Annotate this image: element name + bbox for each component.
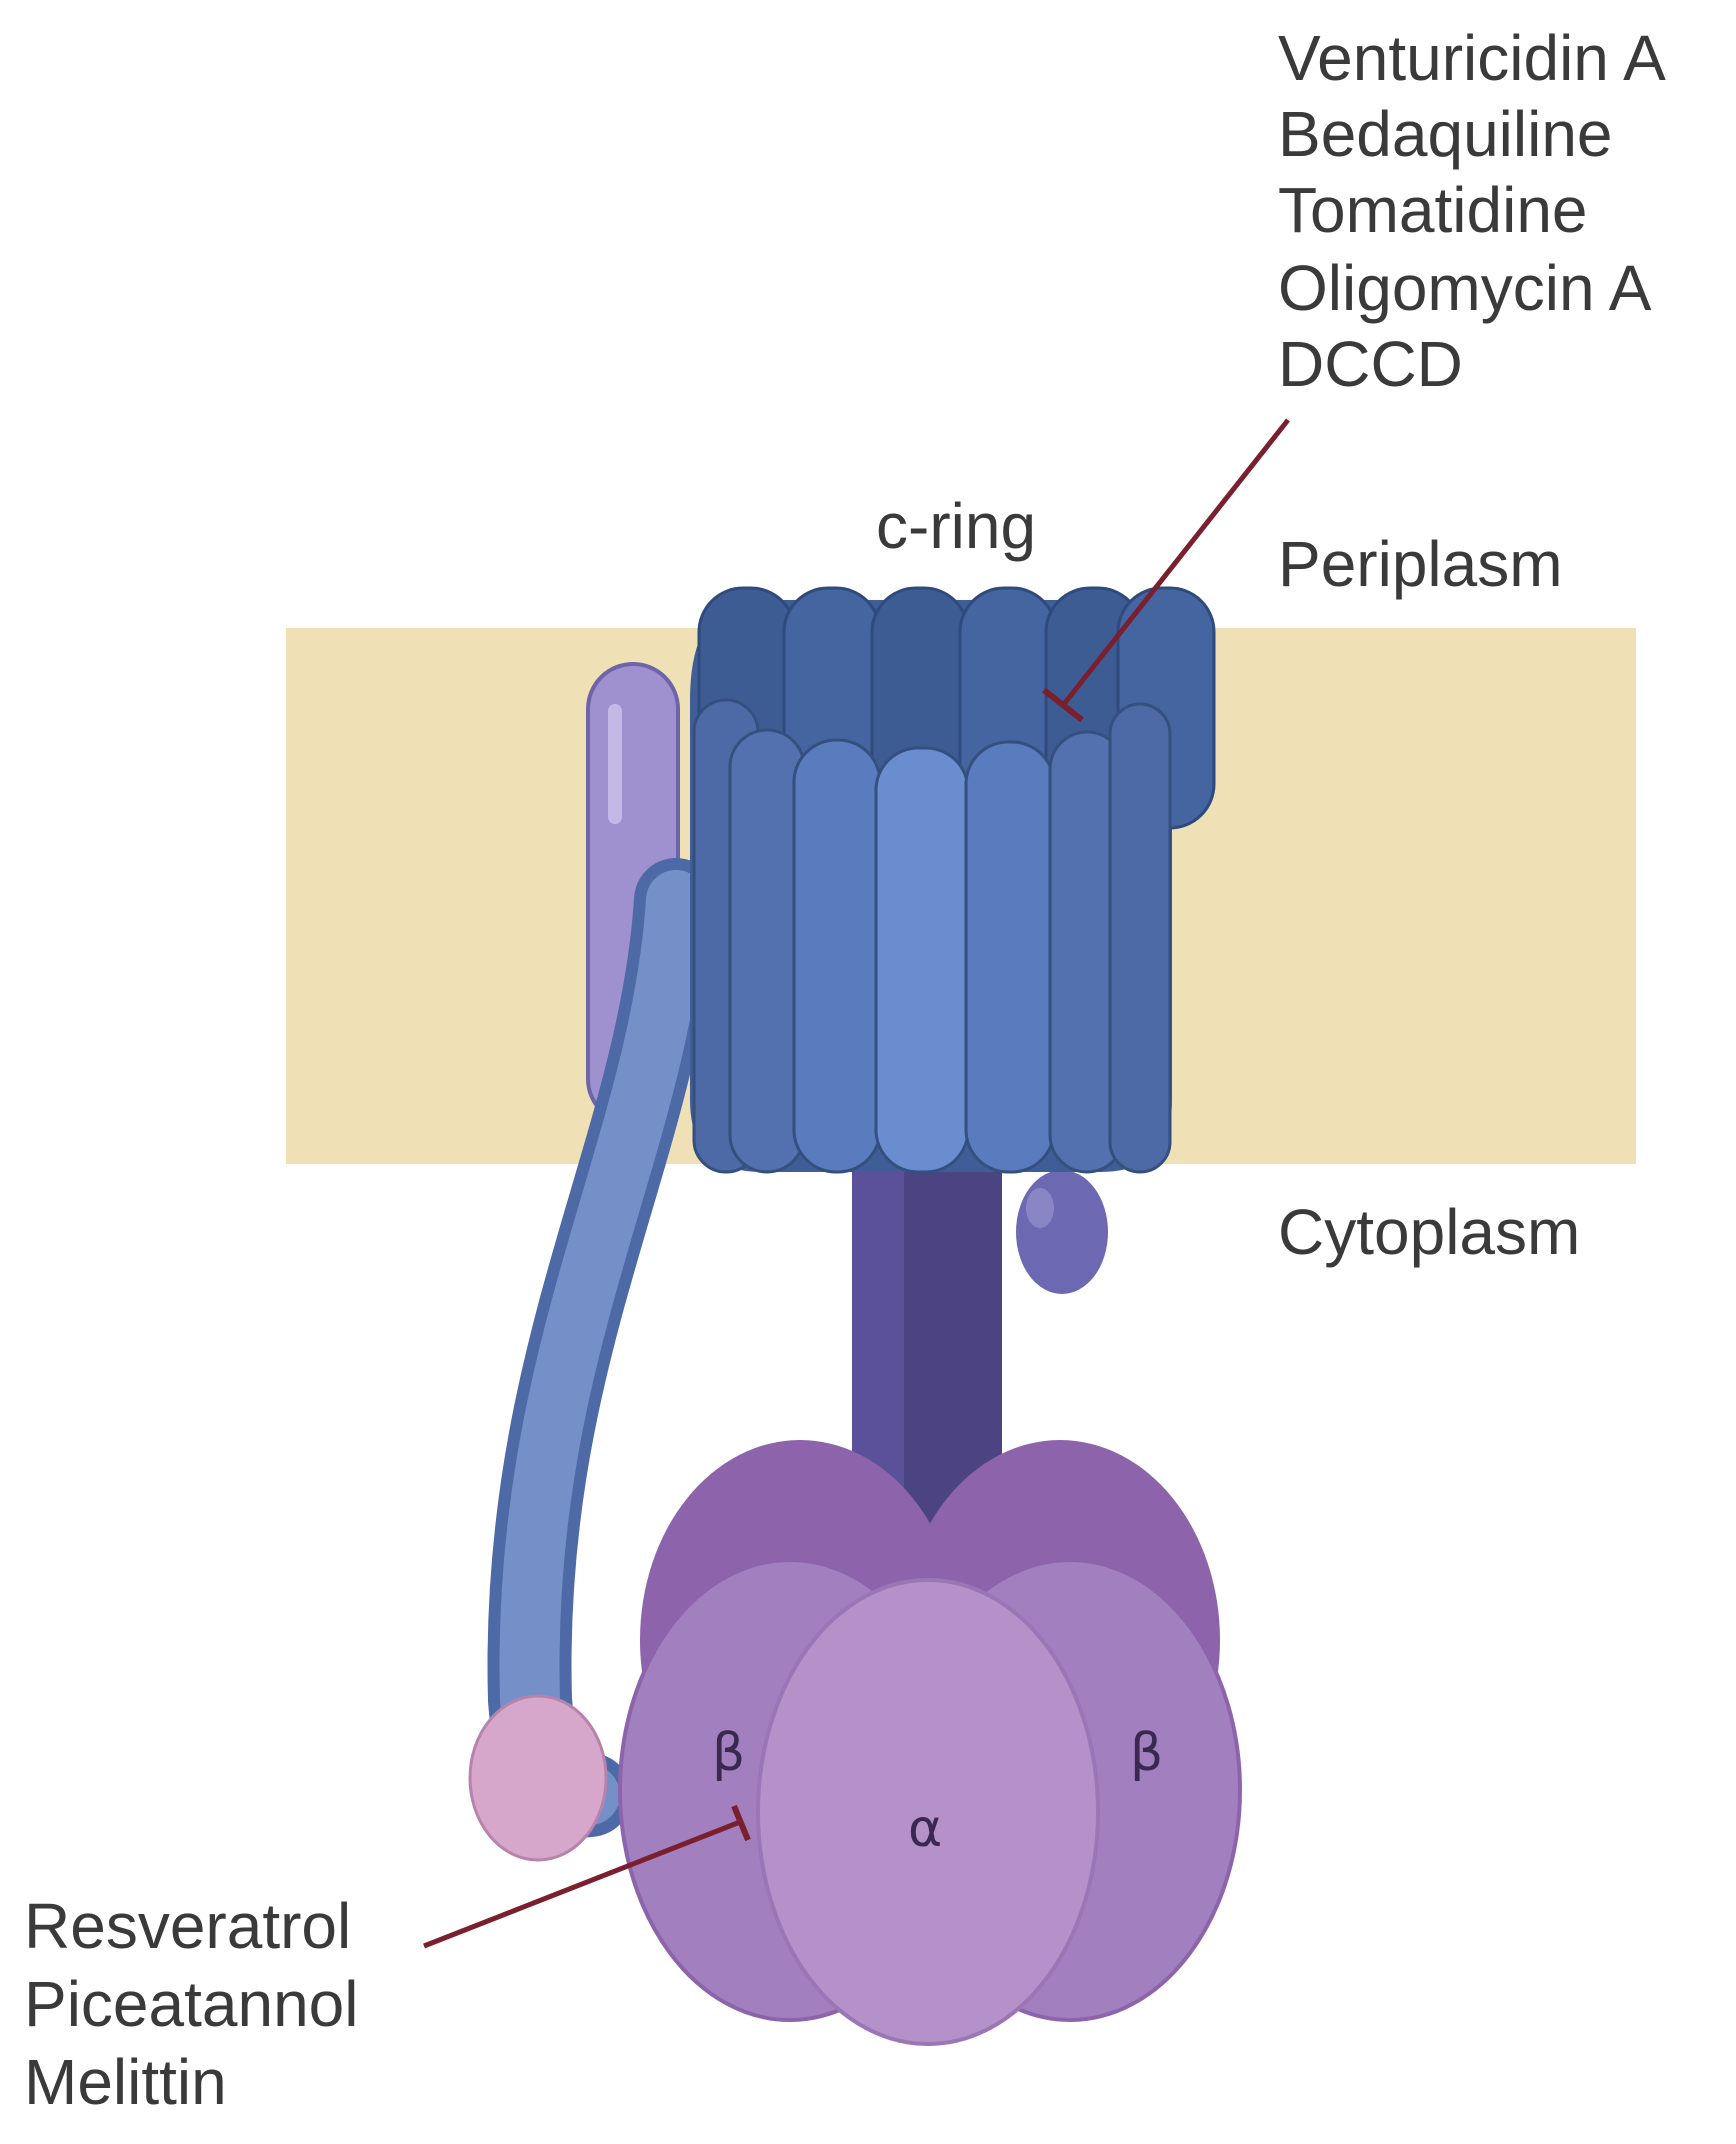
inhibitor-oligomycin-a: Oligomycin A <box>1278 252 1652 324</box>
inhibitor-tomatidine: Tomatidine <box>1278 174 1588 246</box>
c-ring-subunit <box>874 746 970 1174</box>
inhibitor-dccd: DCCD <box>1278 328 1463 400</box>
alpha-label: α <box>908 1799 942 1859</box>
f1-inhibitor-arrow <box>423 1819 741 1949</box>
c-ring-subunits <box>692 698 1172 1174</box>
beta-right-label: β <box>1130 1723 1163 1783</box>
delta-subunit <box>468 1694 608 1862</box>
inhibitor-bedaquiline: Bedaquiline <box>1278 98 1613 170</box>
inhibitor-venturicidin-a: Venturicidin A <box>1278 22 1666 94</box>
f1-inhibitor-list: Resveratrol Piceatannol Melittin <box>24 1890 358 2118</box>
c-ring-subunit <box>1108 702 1172 1174</box>
c-ring-inhibitor-bar <box>1042 687 1084 723</box>
inhibitor-piceatannol: Piceatannol <box>24 1968 358 2040</box>
periplasm-label: Periplasm <box>1278 528 1563 600</box>
inhibitor-melittin: Melittin <box>24 2046 227 2118</box>
f1-inhibitor-bar <box>731 1804 751 1842</box>
epsilon-subunit <box>1016 1170 1108 1294</box>
cytoplasm-label: Cytoplasm <box>1278 1196 1580 1268</box>
inhibitor-resveratrol: Resveratrol <box>24 1890 351 1962</box>
c-ring-subunit <box>964 740 1056 1174</box>
beta-left-label: β <box>712 1723 745 1783</box>
stator-highlight <box>608 704 622 824</box>
c-ring-inhibitor-arrow <box>1062 418 1290 706</box>
alpha-subunit <box>756 1578 1100 2046</box>
epsilon-highlight <box>1026 1188 1054 1228</box>
c-ring-subunit <box>792 738 882 1174</box>
c-ring-inhibitor-list: Venturicidin A Bedaquiline Tomatidine Ol… <box>1278 22 1666 400</box>
c-ring-label: c-ring <box>876 490 1036 562</box>
